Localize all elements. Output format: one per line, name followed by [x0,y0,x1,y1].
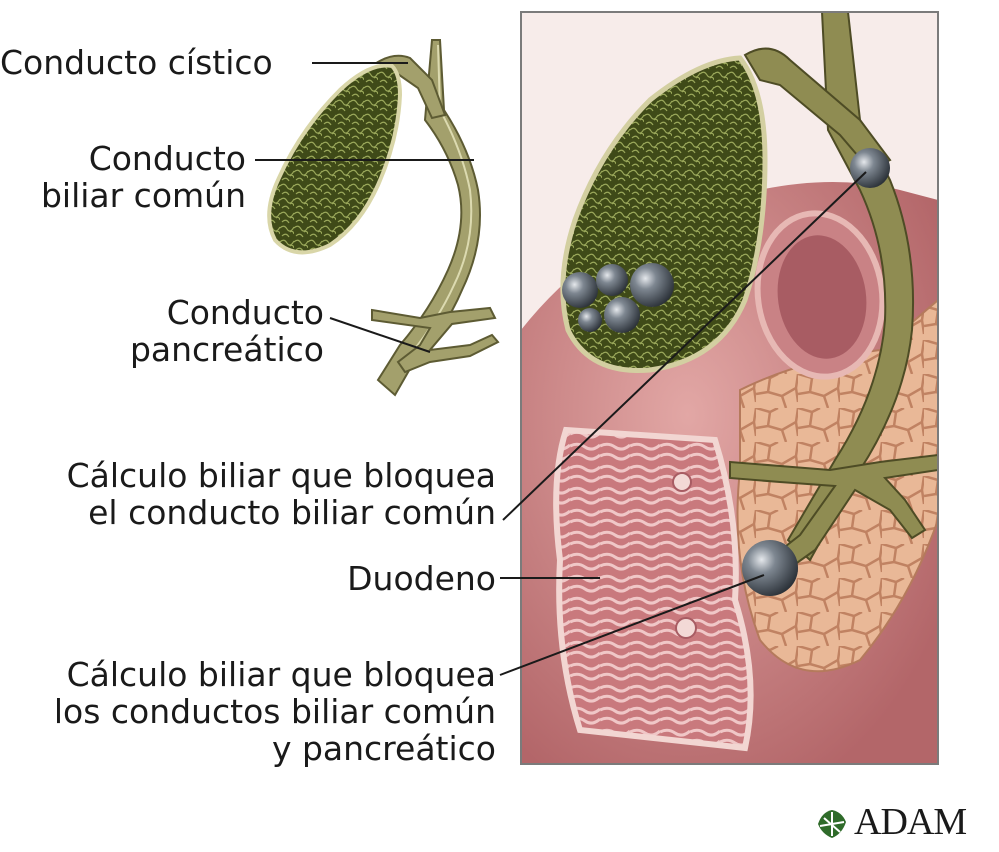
label-pancreatic-duct: Conducto pancreático [100,294,324,368]
label-stone-common-duct: Cálculo biliar que bloquea el conducto b… [0,457,496,531]
stone-at-ampulla [742,540,798,596]
duodenum [556,430,750,748]
adam-leaf-icon [812,804,852,844]
adam-logo: ADAM [812,800,992,844]
adam-logo-text: ADAM [854,802,966,842]
label-common-bile-duct: Conducto biliar común [20,140,246,214]
label-stone-both-ducts: Cálculo biliar que bloquea los conductos… [0,656,496,767]
detail-panel [521,12,938,764]
label-cystic-duct: Conducto cístico [0,44,273,81]
label-duodenum: Duodeno [300,560,496,597]
small-gallbladder-body [269,66,400,253]
